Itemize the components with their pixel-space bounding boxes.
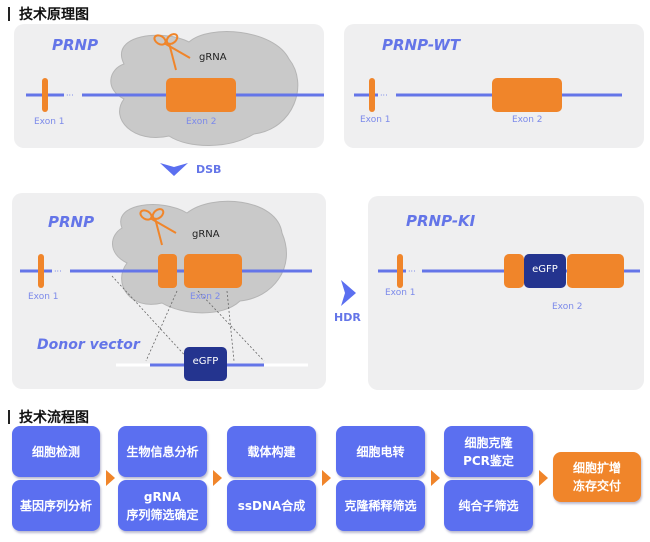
step-text-line1: gRNA	[143, 489, 182, 504]
workflow-step-bioinformatics: 生物信息分析	[118, 426, 207, 477]
step-text-line1: 细胞克隆	[464, 435, 513, 450]
dna-gap	[52, 266, 70, 276]
exon1-label: Exon 1	[360, 115, 391, 125]
egfp-insert	[524, 254, 566, 288]
workflow-step-homozygote-screening: 纯合子筛选	[444, 480, 533, 531]
step-text: ssDNA合成	[237, 498, 306, 513]
scissors-icon	[153, 33, 191, 71]
exon1-label: Exon 1	[28, 292, 59, 302]
workflow-step-grna-screening: gRNA 序列筛选确定	[118, 480, 207, 531]
exon2-left-fragment	[504, 254, 524, 288]
flow-arrow-icon	[213, 470, 222, 486]
grna-label: gRNA	[192, 229, 220, 240]
step-text: 克隆稀释筛选	[344, 498, 417, 513]
section-title-text: 技术原理图	[19, 7, 89, 23]
exon1-mark	[369, 78, 375, 112]
scissors-icon	[139, 208, 177, 246]
panel-prnp-cut: ··· PRNP gRNA Exon 1 Exon 2	[14, 24, 324, 148]
panel3-drawing: ···	[20, 200, 312, 381]
step-text: 纯合子筛选	[458, 498, 519, 513]
panel-prnp-ki: ··· PRNP-KI eGFP Exon 1 Exon 2	[368, 196, 644, 390]
exon2-box	[492, 78, 562, 112]
dna-gap	[378, 90, 396, 100]
step-text-line1: 细胞扩增	[572, 461, 621, 475]
exon1-mark	[38, 254, 44, 288]
step-text: 细胞电转	[356, 444, 405, 459]
egfp-label: eGFP	[192, 356, 219, 367]
grna-label: gRNA	[199, 52, 227, 63]
section-title-principle: 技术原理图	[8, 4, 89, 24]
dsb-arrow-icon	[160, 163, 188, 176]
workflow-step-cell-testing: 细胞检测	[12, 426, 100, 477]
flow-arrow-icon	[106, 470, 115, 486]
hdr-arrow-icon	[341, 280, 356, 306]
gene-name-prnp-ki: PRNP-KI	[406, 212, 476, 230]
workflow-step-vector-construction: 载体构建	[227, 426, 316, 477]
exon2-label: Exon 2	[190, 292, 221, 302]
section-bar	[8, 410, 10, 424]
step-text: 载体构建	[247, 444, 296, 459]
svg-text:···: ···	[66, 91, 74, 100]
exon1-mark	[397, 254, 403, 288]
exon2-label: Exon 2	[512, 115, 543, 125]
workflow-step-clone-pcr: 细胞克隆 PCR鉴定	[444, 426, 533, 477]
svg-text:···: ···	[380, 91, 388, 100]
exon2-left-fragment	[158, 254, 177, 288]
panel-prnp-donor: ··· PRNP gRNA Exon 1 Exon 2 Donor vector…	[12, 193, 326, 389]
panel4-drawing: ···	[378, 254, 640, 288]
gene-name-prnp: PRNP	[52, 36, 99, 54]
panel2-drawing: ···	[354, 78, 622, 112]
donor-vector-label: Donor vector	[37, 337, 140, 353]
egfp-insert	[184, 347, 227, 381]
workflow-step-expansion-delivery: 细胞扩增 冻存交付	[553, 452, 641, 502]
exon2-box	[166, 78, 236, 112]
step-text-line2: 冻存交付	[572, 479, 621, 493]
flow-arrow-icon	[431, 470, 440, 486]
homology-guide-lines	[111, 275, 265, 362]
svg-text:···: ···	[54, 267, 62, 276]
svg-text:···: ···	[408, 267, 416, 276]
section-title-text: 技术流程图	[19, 410, 89, 426]
exon1-label: Exon 1	[385, 288, 416, 298]
workflow-step-ssdna-synthesis: ssDNA合成	[227, 480, 316, 531]
section-title-workflow: 技术流程图	[8, 407, 89, 427]
exon2-right-fragment	[567, 254, 624, 288]
step-text: 细胞检测	[31, 444, 80, 459]
hdr-label: HDR	[334, 311, 361, 324]
dna-gap	[406, 266, 422, 276]
section-bar	[8, 7, 10, 21]
dsb-label: DSB	[196, 163, 222, 176]
step-text: 基因序列分析	[19, 498, 92, 513]
exon1-mark	[42, 78, 48, 112]
egfp-label: eGFP	[532, 264, 558, 275]
exon1-label: Exon 1	[34, 117, 65, 127]
workflow-step-clone-dilution: 克隆稀释筛选	[336, 480, 425, 531]
workflow-step-gene-sequence-analysis: 基因序列分析	[12, 480, 100, 531]
gene-name-prnp: PRNP	[48, 213, 95, 231]
exon2-label: Exon 2	[186, 117, 217, 127]
step-text-line2: 序列筛选确定	[126, 507, 199, 522]
panel-prnp-wt: ··· PRNP-WT Exon 1 Exon 2	[344, 24, 644, 148]
step-text: 生物信息分析	[126, 444, 199, 459]
dna-gap	[64, 90, 82, 100]
panel1-drawing: ···	[26, 31, 324, 146]
flow-arrow-icon	[539, 470, 548, 486]
workflow-step-electroporation: 细胞电转	[336, 426, 425, 477]
exon2-right-fragment	[184, 254, 242, 288]
flow-arrow-icon	[322, 470, 331, 486]
exon2-label: Exon 2	[552, 302, 583, 312]
step-text-line2: PCR鉴定	[463, 453, 514, 468]
gene-name-prnp-wt: PRNP-WT	[382, 36, 461, 54]
